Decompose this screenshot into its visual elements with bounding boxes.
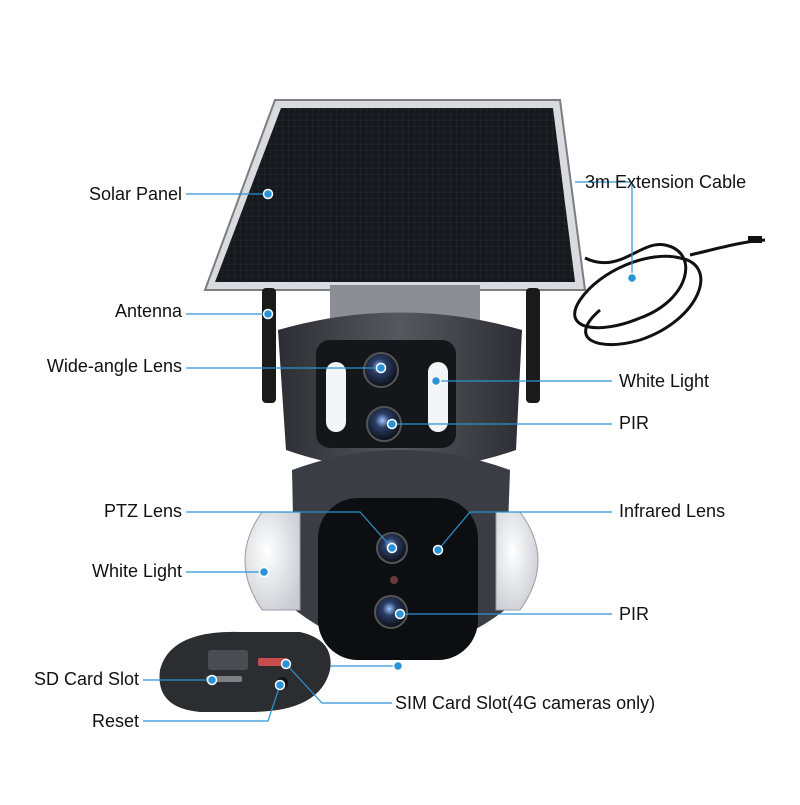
label-solar-panel: Solar Panel xyxy=(88,184,182,204)
label-infrared-lens: Infrared Lens xyxy=(619,501,726,521)
dot-ptz-lens xyxy=(386,542,398,554)
label-ptz-lens: PTZ Lens xyxy=(103,501,182,521)
dot-antenna xyxy=(262,308,274,320)
label-sim-card-slot: SIM Card Slot(4G cameras only) xyxy=(395,693,656,713)
label-sd-card-slot: SD Card Slot xyxy=(33,669,139,689)
label-reset: Reset xyxy=(91,711,139,731)
label-white-light-top: White Light xyxy=(619,371,710,391)
label-pir-bottom: PIR xyxy=(619,604,650,624)
label-pir-top: PIR xyxy=(619,413,650,433)
dot-sim-card-slot xyxy=(280,658,292,670)
dot-extension-cable xyxy=(626,272,638,284)
dot-wide-angle-lens xyxy=(375,362,387,374)
dot-infrared-lens xyxy=(432,544,444,556)
slot-panel xyxy=(159,631,331,712)
dot-reset xyxy=(274,679,286,691)
dot-pir-top xyxy=(386,418,398,430)
dot-sd-card-slot xyxy=(206,674,218,686)
dot-bottom xyxy=(392,660,404,672)
label-white-light-side: White Light xyxy=(91,561,182,581)
ptz-head xyxy=(244,450,539,660)
label-extension-cable: 3m Extension Cable xyxy=(585,172,747,192)
extension-cable xyxy=(573,236,766,347)
upper-body xyxy=(278,312,522,470)
label-wide-angle-lens: Wide-angle Lens xyxy=(46,356,182,376)
leader-lines xyxy=(143,181,633,722)
mount xyxy=(262,285,540,403)
label-antenna: Antenna xyxy=(114,301,182,321)
callout-dots xyxy=(206,188,638,691)
dot-pir-bottom xyxy=(394,608,406,620)
dot-white-light-top xyxy=(430,375,442,387)
solar-panel xyxy=(203,99,587,291)
dot-white-light-side xyxy=(258,566,270,578)
dot-solar-panel xyxy=(262,188,274,200)
